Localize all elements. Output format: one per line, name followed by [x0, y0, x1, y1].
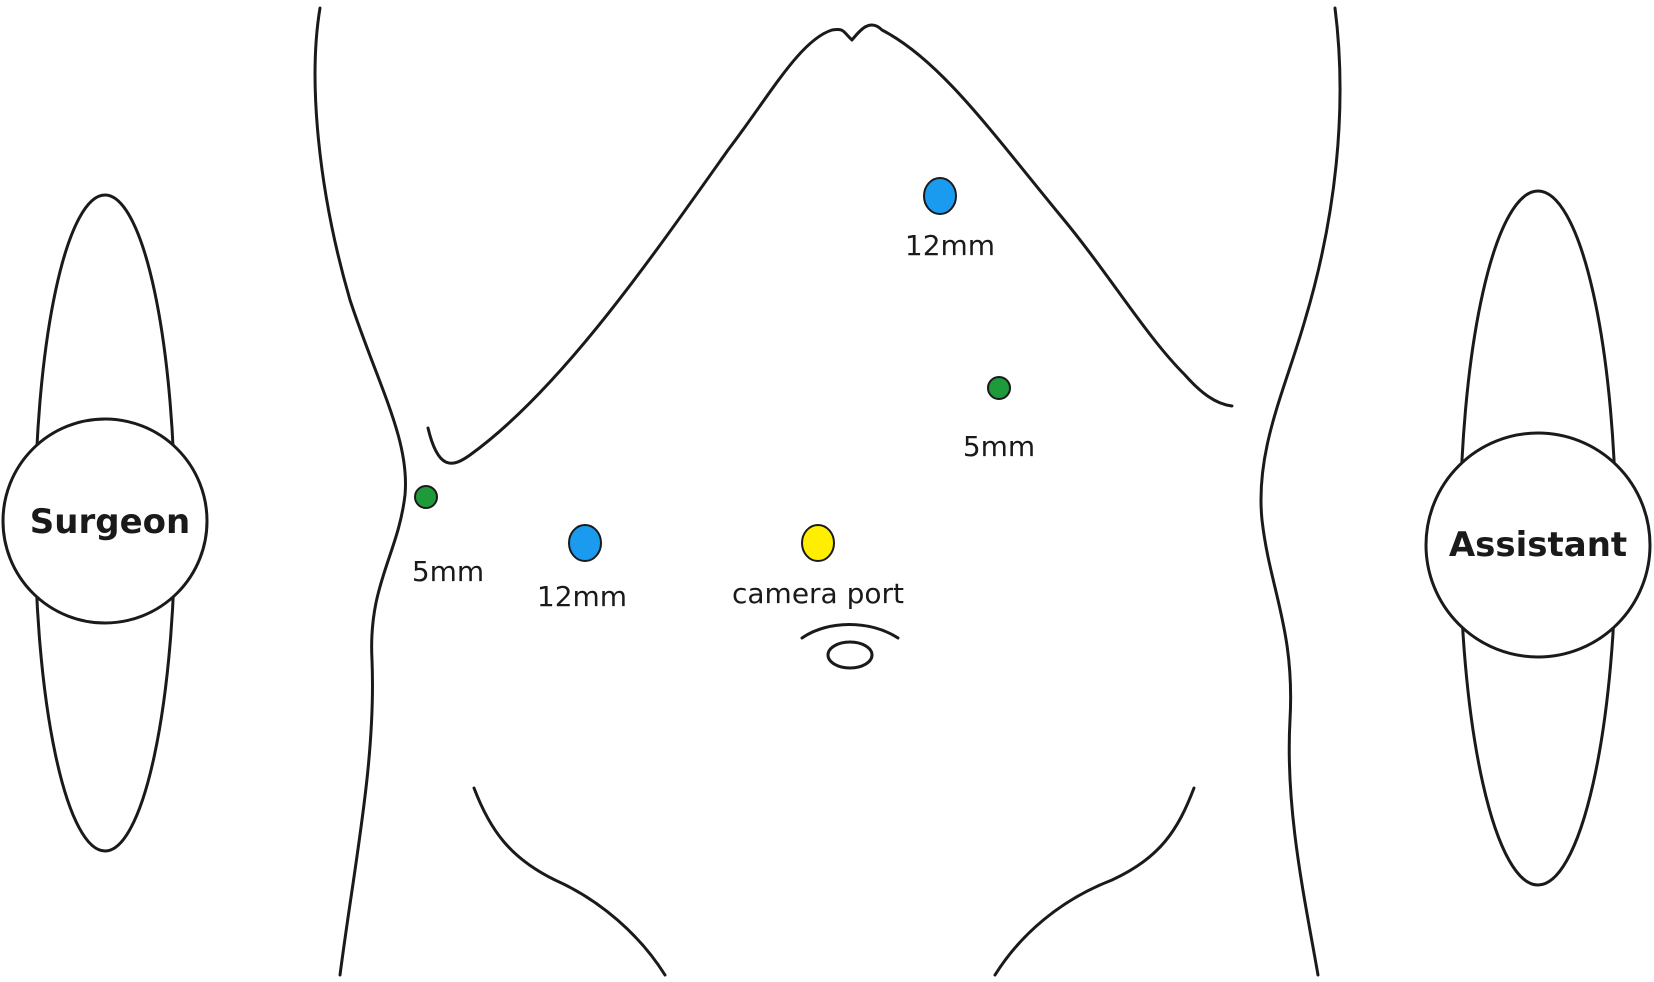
port-upper-right-12mm: 12mm: [905, 177, 995, 262]
surgeon-label: Surgeon: [30, 502, 190, 542]
port-camera: camera port: [732, 524, 904, 610]
port-label: 5mm: [412, 555, 484, 588]
assistant-label: Assistant: [1449, 525, 1627, 565]
patient-torso-outline: [313, 6, 1342, 977]
right-groin-contour: [993, 786, 1196, 977]
surgeon-figure: Surgeon: [1, 193, 209, 853]
port-label: camera port: [732, 577, 904, 610]
trocar-port-icon: [987, 376, 1011, 400]
umbilicus-icon: [800, 623, 900, 670]
umbilicus-ring: [826, 640, 874, 670]
umbilicus-fold: [800, 623, 900, 640]
trocar-port-icon: [568, 524, 602, 562]
torso-left-contour: [313, 6, 408, 977]
left-groin-contour: [472, 786, 667, 977]
assistant-head: [1424, 431, 1652, 659]
port-left-12mm: 12mm: [537, 524, 627, 613]
port-label: 12mm: [537, 580, 627, 613]
trocar-port-icon: [414, 485, 438, 509]
torso-right-contour: [1259, 6, 1342, 977]
port-right-5mm: 5mm: [963, 376, 1035, 463]
surgeon-head: [1, 417, 209, 625]
neck-chest-contour: [426, 23, 1234, 465]
port-label: 12mm: [905, 229, 995, 262]
camera-port-icon: [801, 524, 835, 562]
assistant-figure: Assistant: [1424, 189, 1652, 887]
port-left-5mm: 5mm: [412, 485, 484, 588]
port-label: 5mm: [963, 430, 1035, 463]
trocar-port-icon: [923, 177, 957, 215]
